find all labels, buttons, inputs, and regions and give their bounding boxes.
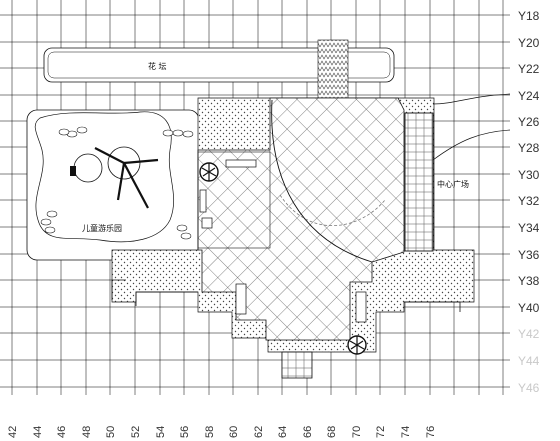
x-label: 72	[375, 426, 387, 438]
x-label: 66	[302, 426, 314, 438]
plaza-cross-hatch-paving	[197, 97, 405, 341]
flower-bed-label: 花 坛	[148, 61, 167, 71]
plaza-benches	[199, 159, 367, 323]
x-label: 70	[351, 426, 363, 438]
y-label: Y42	[518, 327, 540, 341]
x-axis-labels: 42 44 46 48 50 52 54 56 58 60 62 64 66 6…	[7, 426, 437, 438]
x-label: 48	[81, 426, 93, 438]
y-label: Y34	[518, 221, 540, 235]
y-label: Y24	[518, 89, 540, 103]
x-label: 76	[425, 426, 437, 438]
y-label: Y40	[518, 301, 540, 315]
y-label: Y20	[518, 36, 540, 50]
y-label: Y38	[518, 274, 540, 288]
x-label: 58	[204, 426, 216, 438]
site-boundary-walls	[111, 279, 461, 312]
flower-bed: 花 坛	[43, 47, 395, 83]
y-label: Y32	[518, 194, 540, 208]
north-entrance-path	[317, 39, 349, 99]
x-label: 42	[7, 426, 19, 438]
children-playground-area: 儿童游乐园	[26, 109, 268, 261]
x-label: 68	[326, 426, 338, 438]
y-label: Y28	[518, 141, 540, 155]
tree-symbols	[199, 162, 367, 355]
x-label: 50	[105, 426, 117, 438]
south-entrance-steps	[281, 351, 313, 379]
x-label: 74	[400, 426, 412, 438]
tree-icon	[199, 162, 219, 182]
tree-icon	[347, 335, 367, 355]
children-playground-label: 儿童游乐园	[82, 223, 122, 233]
x-label: 60	[228, 426, 240, 438]
x-label: 64	[277, 426, 289, 438]
play-structure	[70, 146, 159, 209]
x-label: 44	[32, 426, 44, 438]
east-path-curve-outer	[432, 93, 511, 105]
x-label: 46	[56, 426, 68, 438]
y-label: Y18	[518, 9, 540, 23]
y-label: Y44	[518, 354, 540, 368]
x-label: 54	[155, 426, 167, 438]
y-label: Y36	[518, 248, 540, 262]
y-label: Y46	[518, 381, 540, 395]
y-label: Y22	[518, 62, 540, 76]
playground-sand-pit	[34, 111, 174, 243]
y-label: Y30	[518, 168, 540, 182]
x-label: 56	[179, 426, 191, 438]
x-label: 52	[130, 426, 142, 438]
east-path-curve	[432, 129, 511, 161]
y-label: Y26	[518, 115, 540, 129]
central-plaza-label: 中心广场	[437, 179, 469, 189]
central-plaza-area: 中心广场	[111, 93, 511, 353]
y-axis-labels: Y18 Y20 Y22 Y24 Y26 Y28 Y30 Y32 Y34 Y36 …	[518, 9, 540, 395]
east-colonnade	[404, 112, 434, 252]
plaza-inner-square	[197, 151, 271, 249]
plaza-curved-edge	[271, 99, 373, 263]
x-label: 62	[253, 426, 265, 438]
plaza-arc-pattern	[279, 194, 386, 227]
